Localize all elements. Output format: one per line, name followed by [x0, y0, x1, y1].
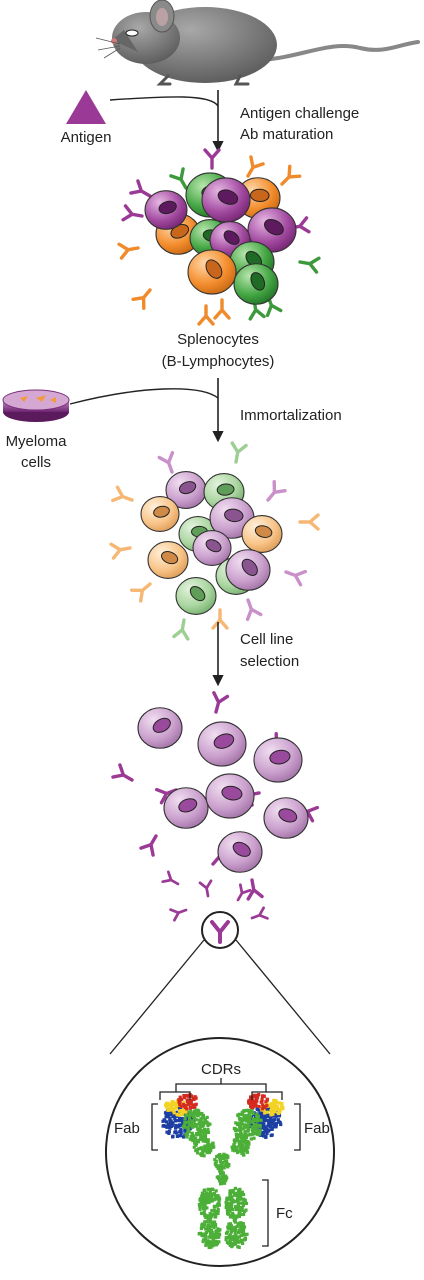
myeloma-connector	[69, 388, 219, 405]
antibody-icon	[169, 167, 188, 190]
antibody-icon	[197, 304, 215, 326]
antibody-icon	[109, 542, 132, 560]
magnified-antibody-icon	[210, 920, 230, 944]
secreted-antibodies	[161, 870, 269, 922]
hybridoma-cell	[147, 541, 189, 579]
antibody-icon	[230, 441, 248, 464]
antibody-icon	[157, 450, 175, 474]
mouse-illustration	[95, 0, 420, 86]
clone-cell	[163, 787, 209, 829]
antigen-triangle-icon	[66, 90, 106, 124]
clone-cell	[137, 707, 183, 749]
antigen-connector	[109, 96, 219, 107]
myeloma-label-line2: cells	[21, 454, 51, 471]
antibody-icon	[298, 513, 320, 531]
antibody-icon	[246, 878, 264, 901]
antibody-structure-circle	[105, 1037, 335, 1267]
hybridoma-cell	[225, 549, 271, 591]
step1-label-line2: Ab maturation	[240, 126, 333, 143]
antibody-icon	[169, 908, 188, 922]
fab-right-label: Fab	[304, 1120, 330, 1137]
step1-label-line1: Antigen challenge	[240, 105, 359, 122]
antibody-icon	[129, 179, 152, 198]
antibody-icon	[161, 870, 180, 886]
hybridoma-cell	[140, 495, 180, 533]
antibody-icon	[203, 148, 221, 170]
splenocyte-cell	[187, 249, 237, 295]
fc-bracket	[262, 1179, 269, 1247]
cdrs-label: CDRs	[201, 1061, 241, 1078]
fab-right-bracket	[294, 1103, 301, 1151]
antibody-icon	[266, 480, 287, 502]
splenocyte-cell	[201, 177, 251, 223]
antibody-icon	[121, 204, 144, 222]
clone-cell	[253, 737, 303, 783]
antibody-icon	[110, 485, 134, 503]
fab-left-bracket	[151, 1103, 158, 1151]
antibody-icon	[117, 242, 140, 260]
antibody-icon	[130, 582, 152, 603]
antibody-icon	[284, 569, 308, 587]
splenocyte-cluster	[117, 148, 321, 326]
splenocytes-label-line2: (B-Lymphocytes)	[162, 353, 275, 370]
myeloma-dish-icon	[2, 389, 70, 422]
splenocyte-cell	[247, 207, 297, 253]
hybridoma-cell	[241, 515, 283, 553]
clone-cell	[205, 773, 255, 819]
hybridoma-cell	[192, 529, 232, 567]
fab-left-label: Fab	[114, 1120, 140, 1137]
antibody-icon	[211, 608, 229, 630]
antibody-structure	[161, 1093, 285, 1250]
selected-clone-cells	[111, 691, 320, 901]
hybridoma-cluster	[109, 441, 320, 641]
antibody-icon	[111, 763, 134, 782]
antigen-label: Antigen	[61, 129, 112, 146]
antibody-icon	[212, 691, 230, 714]
step2-label: Immortalization	[240, 407, 342, 424]
hybridoma-cell	[175, 577, 217, 615]
myeloma-label-line1: Myeloma	[6, 433, 68, 450]
antibody-icon	[280, 164, 302, 186]
clone-cell	[217, 831, 263, 873]
cdrs-bracket	[159, 1078, 283, 1100]
antibody-icon	[245, 598, 263, 622]
antibody-icon	[172, 618, 190, 641]
step3-label-line2: selection	[240, 653, 299, 670]
antibody-icon	[246, 155, 265, 178]
antibody-icon	[131, 288, 152, 310]
clone-cell	[197, 721, 247, 767]
splenocyte-cell	[233, 263, 279, 305]
step3-label-line1: Cell line	[240, 631, 293, 648]
clone-cell	[263, 797, 309, 839]
splenocytes-label-line1: Splenocytes	[177, 331, 259, 348]
antibody-icon	[236, 883, 252, 902]
antibody-icon	[139, 834, 158, 857]
fc-label: Fc	[276, 1205, 293, 1222]
splenocyte-cell	[144, 190, 188, 230]
antibody-icon	[250, 906, 269, 920]
antibody-icon	[298, 256, 321, 274]
zoom-callout	[105, 911, 335, 1267]
antibody-icon	[198, 879, 213, 898]
antibody-icon	[213, 298, 231, 320]
